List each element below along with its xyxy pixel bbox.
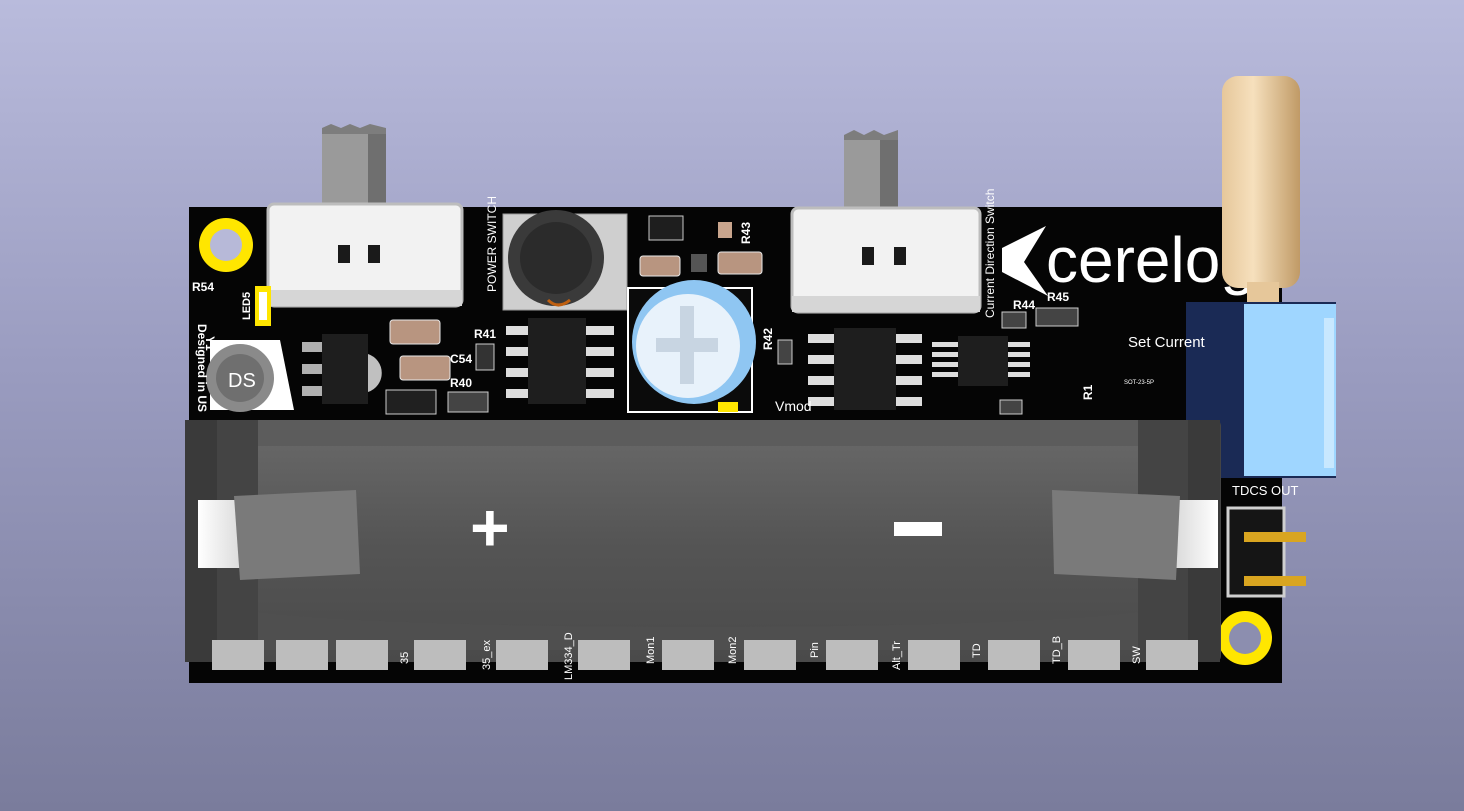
smd-components bbox=[385, 215, 1079, 415]
inductor bbox=[502, 210, 628, 311]
led-footprint bbox=[255, 286, 271, 326]
battery-clip-positive bbox=[198, 490, 360, 580]
bottom-label-9: SW bbox=[1131, 646, 1143, 664]
refdes-r42: R42 bbox=[761, 328, 775, 350]
bottom-label-8: TD_B bbox=[1051, 636, 1063, 664]
refdes-r1: R1 bbox=[1081, 384, 1095, 400]
refdes-y1: Y1 bbox=[203, 336, 217, 351]
pot-marking: SOT-23-5P bbox=[1124, 380, 1154, 386]
refdes-r41: R41 bbox=[474, 327, 496, 341]
label-set-current: Set Current bbox=[1128, 334, 1206, 351]
ic-chip-right bbox=[808, 328, 922, 410]
refdes-c54: C54 bbox=[450, 352, 472, 366]
refdes-r44: R44 bbox=[1013, 298, 1035, 312]
power-slide-switch bbox=[266, 124, 464, 308]
bottom-label-6: Alt_Tr bbox=[891, 641, 903, 670]
label-designed-in: Designed in US bbox=[195, 324, 209, 412]
label-vmod: Vmod bbox=[775, 398, 812, 414]
ic-chip-small bbox=[932, 336, 1030, 386]
tdcs-out-header bbox=[1226, 506, 1306, 598]
rotary-pot bbox=[1186, 76, 1336, 478]
label-current-direction-switch: Current Direction Switch bbox=[983, 189, 997, 318]
bottom-label-5: Pin bbox=[809, 642, 821, 658]
mounting-hole-top-left bbox=[199, 218, 253, 272]
refdes-r54: R54 bbox=[192, 280, 214, 294]
buzzer bbox=[206, 340, 294, 412]
bottom-label-7: TD bbox=[971, 643, 983, 658]
battery-clip-negative bbox=[1052, 490, 1218, 580]
voltage-regulator bbox=[302, 334, 382, 404]
refdes-r45: R45 bbox=[1047, 290, 1069, 304]
bottom-label-1: 35_ex bbox=[481, 640, 493, 670]
refdes-led5: LED5 bbox=[241, 292, 253, 320]
direction-slide-switch bbox=[790, 130, 982, 314]
bottom-pad-row bbox=[212, 640, 1198, 670]
battery-minus-mark bbox=[894, 522, 942, 536]
label-power-switch: POWER SWITCH bbox=[485, 196, 499, 292]
bottom-label-0: 35 bbox=[399, 652, 411, 664]
cerelog-logo: cerelog bbox=[1002, 224, 1256, 296]
logo-text: cerelog bbox=[1046, 224, 1256, 296]
label-tdcs-out: TDCS OUT bbox=[1232, 483, 1299, 498]
battery-holder bbox=[185, 420, 1221, 662]
bottom-label-2: LM334_D bbox=[563, 632, 575, 680]
bottom-label-3: Mon1 bbox=[645, 636, 657, 664]
trimmer-pot bbox=[627, 280, 756, 413]
battery-plus-mark: + bbox=[470, 490, 510, 566]
ic-chip-left bbox=[506, 318, 614, 404]
refdes-ds: DS bbox=[228, 370, 256, 392]
mounting-hole-bottom-right bbox=[1218, 611, 1272, 665]
bottom-label-4: Mon2 bbox=[727, 636, 739, 664]
refdes-r40: R40 bbox=[450, 376, 472, 390]
refdes-r43: R43 bbox=[739, 222, 753, 244]
